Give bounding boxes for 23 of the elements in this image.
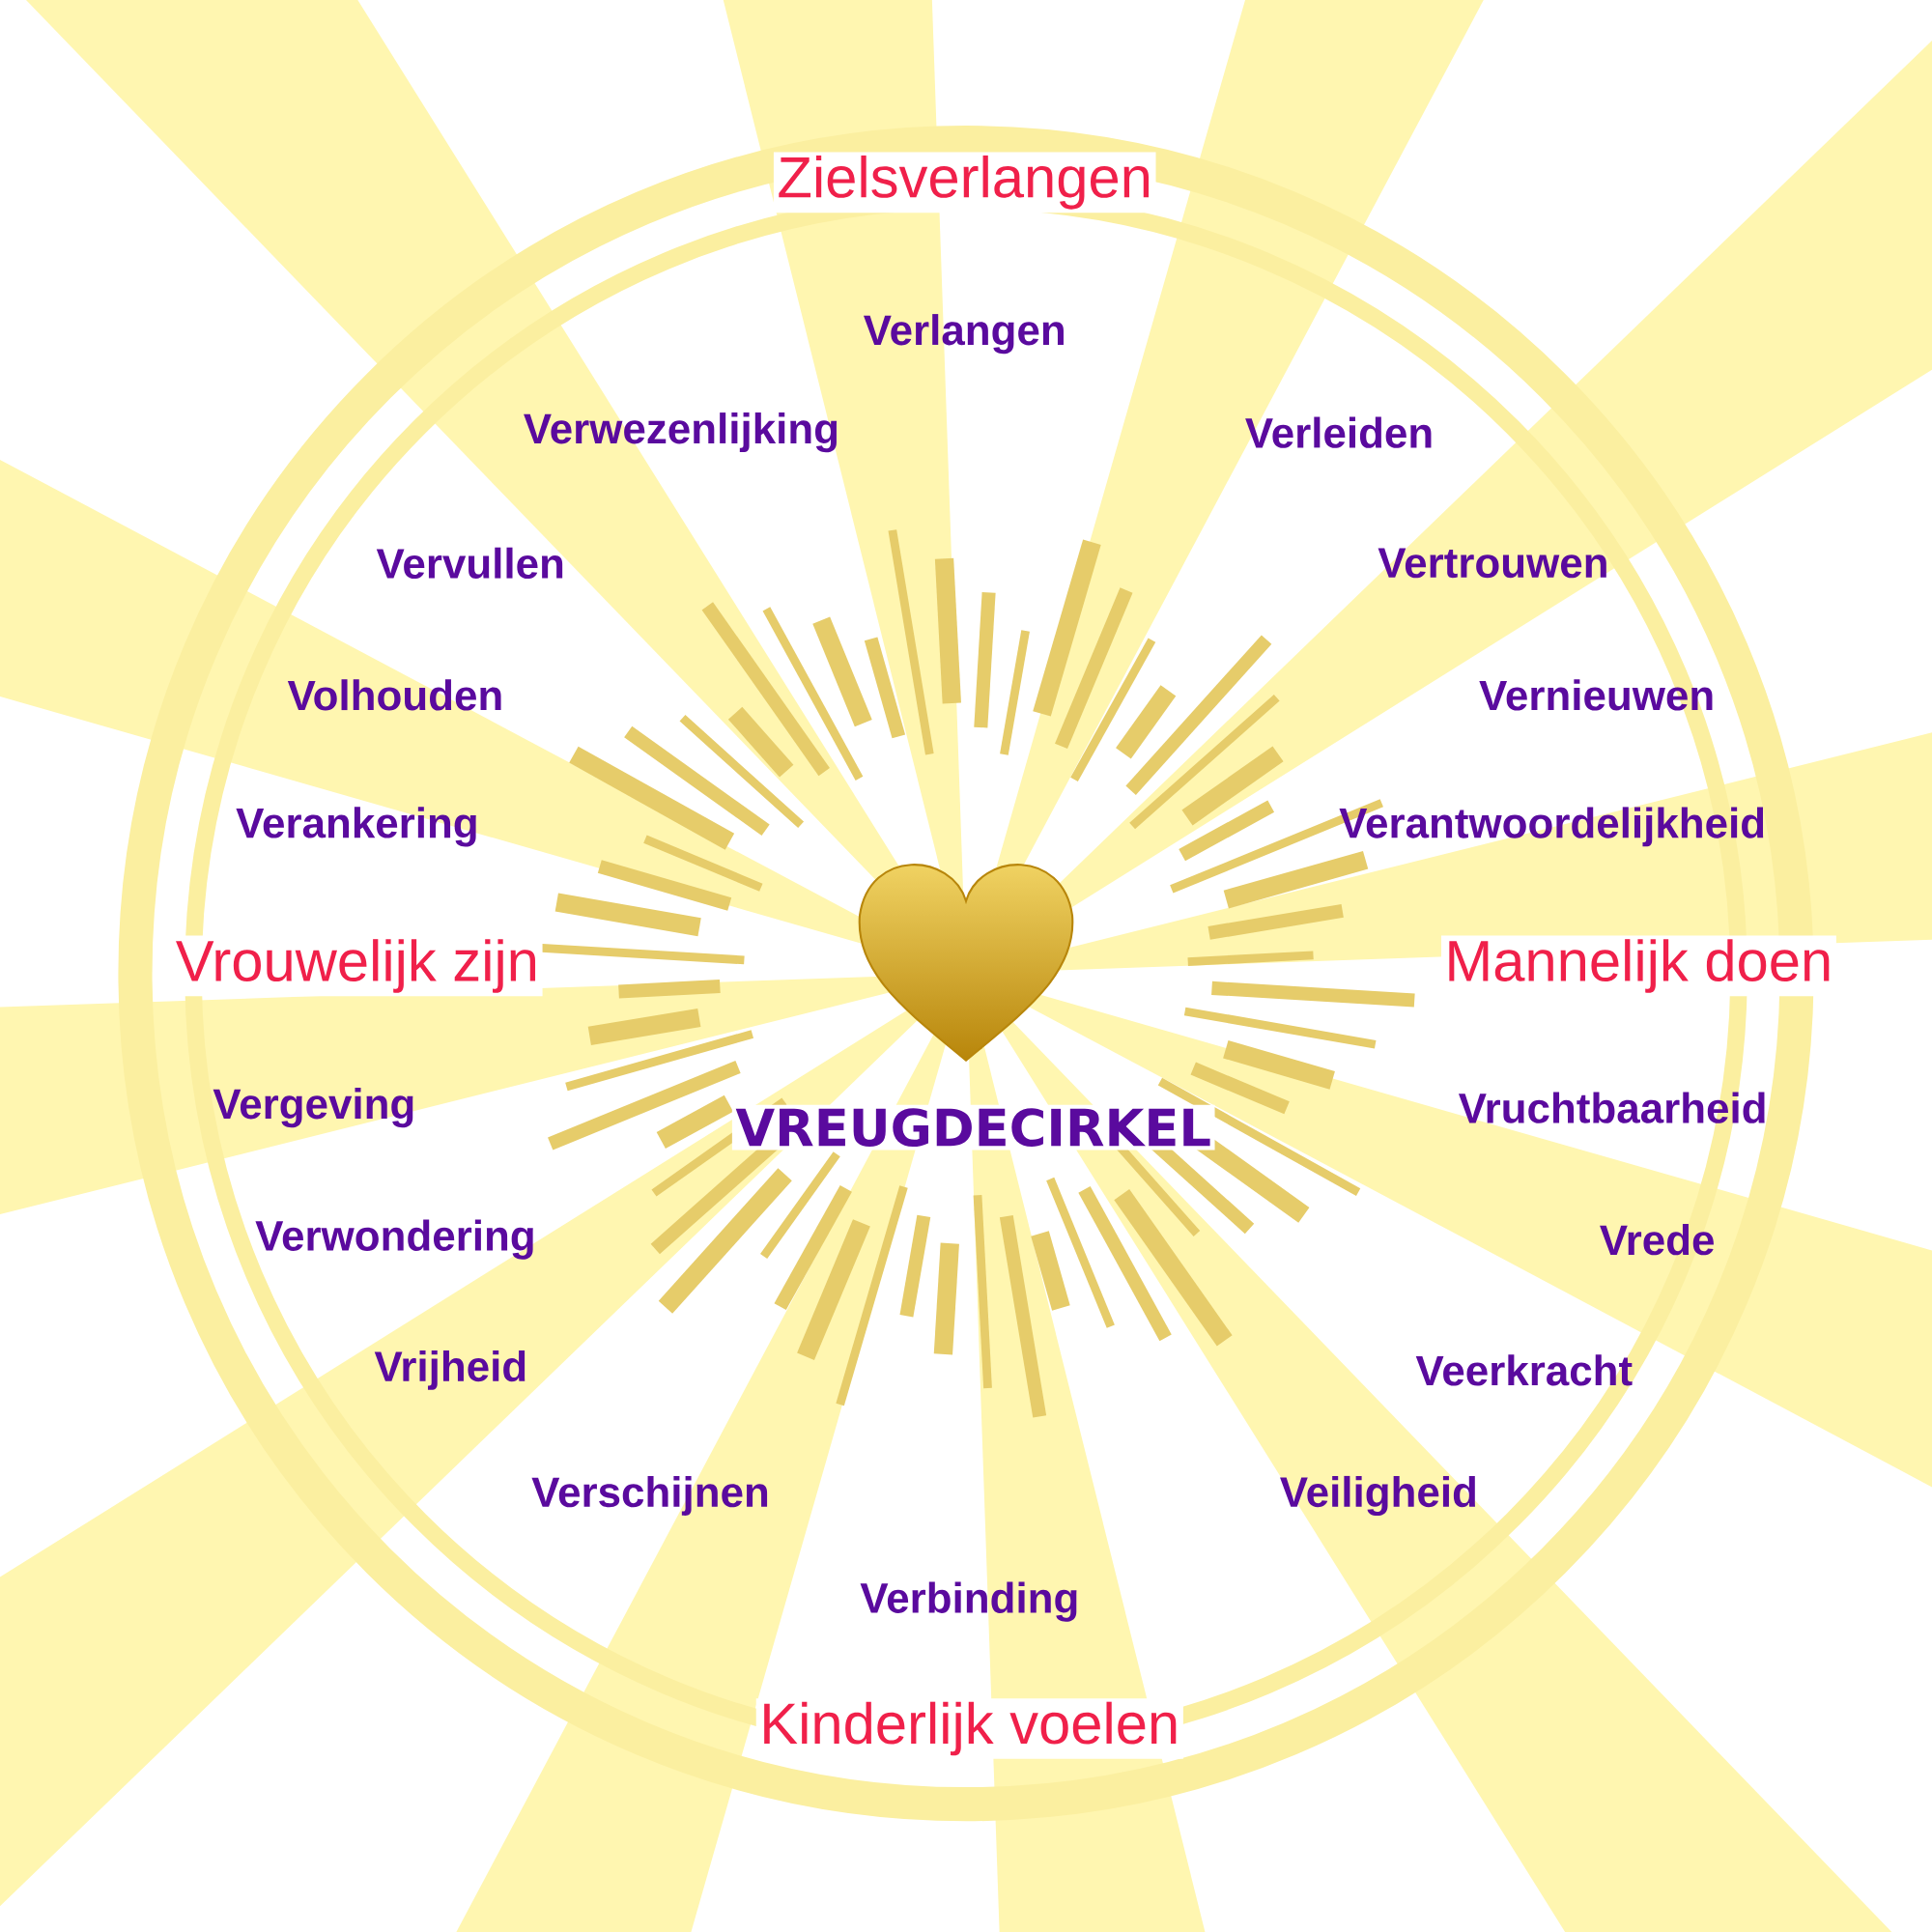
heading-label: Kinderlijk voelen <box>755 1698 1183 1759</box>
word-label: Vervullen <box>376 547 563 580</box>
heading-label: Mannelijk doen <box>1440 935 1836 997</box>
heading-label: Zielsverlangen <box>773 152 1156 213</box>
title: VREUGDECIRKEL <box>731 1104 1215 1151</box>
heading-label: Vrouwelijk zijn <box>172 935 543 997</box>
word-label: Volhouden <box>287 679 501 711</box>
word-label: Vruchtbaarheid <box>1459 1092 1765 1123</box>
word-label: Verlangen <box>864 314 1064 355</box>
word-label: Vertrouwen <box>1378 548 1606 579</box>
word-label: Verwondering <box>255 1219 533 1260</box>
word-label: Verbinding <box>860 1581 1077 1622</box>
word-label: Veerkracht <box>1415 1354 1633 1386</box>
word-label: Vrijheid <box>374 1350 526 1390</box>
word-label: Vernieuwen <box>1479 679 1713 711</box>
word-label: Verwezenlijking <box>524 412 838 453</box>
word-label: Verleiden <box>1245 416 1432 448</box>
word-label: Vrede <box>1600 1224 1714 1256</box>
word-label: Veiligheid <box>1280 1475 1475 1517</box>
word-label: Verschijnen <box>531 1476 768 1516</box>
word-label: Verankering <box>236 807 476 847</box>
word-label: Verantwoordelijkheid <box>1339 807 1764 847</box>
word-label: Vergeving <box>213 1088 413 1128</box>
